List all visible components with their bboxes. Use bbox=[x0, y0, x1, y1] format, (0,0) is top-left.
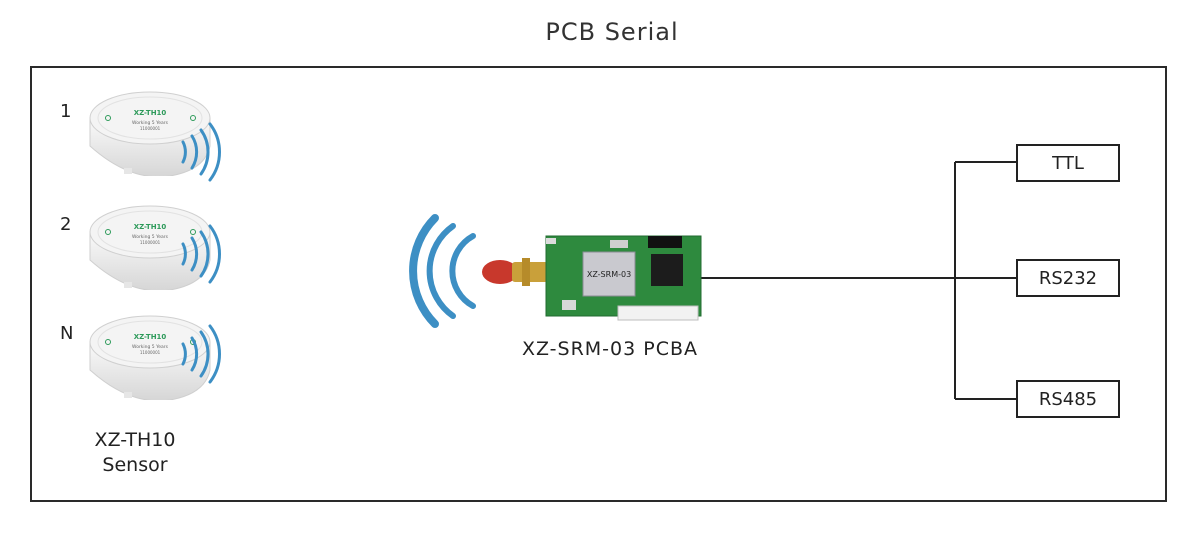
interface-box-ttl: TTL bbox=[1016, 144, 1120, 182]
interface-box-rs232: RS232 bbox=[1016, 259, 1120, 297]
interface-box-rs485: RS485 bbox=[1016, 380, 1120, 418]
module-caption: XZ-SRM-03 PCBA bbox=[490, 338, 730, 360]
wireless-signal-icon bbox=[183, 226, 220, 282]
pcba-module: XZ-SRM-03 bbox=[482, 236, 701, 320]
wireless-signal-icon bbox=[183, 124, 220, 180]
module-signal-icon bbox=[430, 226, 473, 316]
connector-lines bbox=[700, 162, 1016, 399]
module-chip-text: XZ-SRM-03 bbox=[587, 270, 631, 279]
wireless-signal-icon bbox=[183, 326, 220, 382]
